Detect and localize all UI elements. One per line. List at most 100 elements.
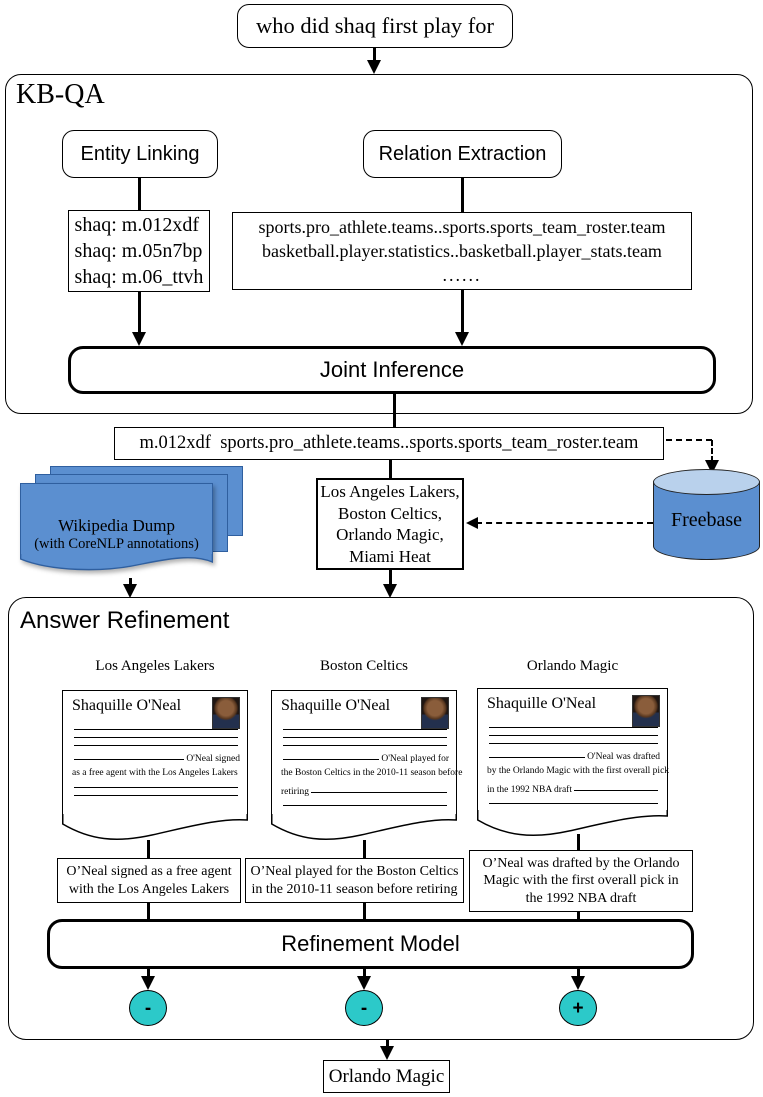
answer-refinement-title: Answer Refinement bbox=[20, 607, 230, 634]
doc-snippet-body: as a free agent with the Los Angeles Lak… bbox=[72, 768, 238, 778]
candidate-line: Boston Celtics, bbox=[338, 503, 442, 523]
evidence-box-lakers: O’Neal signed as a free agent with the L… bbox=[57, 858, 241, 903]
connector-doc2-ev bbox=[362, 840, 366, 858]
doc-snippet-tail: retiring bbox=[281, 787, 309, 797]
evidence-line: with the Los Angeles Lakers bbox=[68, 881, 230, 897]
shaq-photo bbox=[212, 697, 240, 729]
candidates-box: Los Angeles Lakers, Boston Celtics, Orla… bbox=[316, 478, 464, 570]
dashed-pair-freebase-h bbox=[666, 439, 712, 441]
connector-ji-pair bbox=[392, 394, 396, 427]
connector-entities-ji bbox=[137, 292, 141, 333]
wikipedia-label-line2: (with CoreNLP annotations) bbox=[34, 536, 199, 552]
verdict-negative-1: - bbox=[129, 990, 167, 1026]
document-magic: Shaquille O'Neal O'Neal was drafted by t… bbox=[477, 688, 670, 838]
doc-wave bbox=[62, 814, 248, 840]
verdict-positive: + bbox=[559, 990, 597, 1026]
connector-candidates-ar bbox=[388, 570, 392, 584]
relation-extraction-label: Relation Extraction bbox=[378, 142, 547, 165]
connector-wiki-ar bbox=[128, 578, 132, 586]
evidence-line: in the 2010-11 season before retiring bbox=[251, 881, 458, 897]
relations-box: sports.pro_athlete.teams..sports.sports_… bbox=[232, 212, 692, 290]
connector-ar-final bbox=[385, 1040, 389, 1048]
evidence-box-magic: O’Neal was drafted by the Orlando Magic … bbox=[469, 850, 693, 912]
document-lakers: Shaquille O'Neal O'Neal signed as a free… bbox=[62, 690, 248, 843]
doc-snippet-lead: O'Neal played for bbox=[381, 754, 449, 764]
wikipedia-wave bbox=[20, 554, 213, 571]
doc-snippet-body: by the Orlando Magic with the first over… bbox=[487, 766, 670, 776]
kbqa-box bbox=[5, 74, 753, 414]
shaq-photo bbox=[421, 697, 449, 729]
question-box: who did shaq first play for bbox=[237, 4, 513, 48]
doc-wave bbox=[477, 810, 668, 836]
arrowhead-relations bbox=[454, 332, 469, 346]
evidence-line: Magic with the first overall pick in bbox=[483, 873, 679, 889]
evidence-box-celtics: O’Neal played for the Boston Celtics in … bbox=[245, 858, 464, 903]
evidence-line: O’Neal was drafted by the Orlando bbox=[482, 855, 680, 871]
doc-label-magic: Orlando Magic bbox=[526, 658, 619, 674]
refinement-model-label: Refinement Model bbox=[281, 931, 460, 956]
freebase-cylinder: Freebase bbox=[653, 469, 760, 561]
answer-refinement-box bbox=[8, 597, 754, 1040]
refinement-model-box: Refinement Model bbox=[47, 919, 694, 969]
verdict-symbol: + bbox=[572, 997, 584, 1019]
connector-doc1-ev bbox=[146, 840, 150, 858]
candidate-line: Miami Heat bbox=[349, 546, 431, 566]
connector-model-v3 bbox=[576, 969, 580, 978]
verdict-symbol: - bbox=[360, 997, 368, 1019]
dashed-freebase-candidates bbox=[476, 522, 653, 524]
evidence-line: O’Neal signed as a free agent bbox=[66, 864, 232, 879]
connector-re bbox=[460, 178, 464, 212]
connector-ev3-model bbox=[576, 912, 580, 920]
arrowhead-v3 bbox=[570, 976, 585, 990]
wikipedia-label-line1: Wikipedia Dump bbox=[58, 516, 175, 535]
joint-inference-label: Joint Inference bbox=[319, 357, 465, 382]
dashed-pair-freebase-v bbox=[711, 440, 713, 462]
entity-linking-label: Entity Linking bbox=[80, 142, 200, 165]
kbqa-title: KB-QA bbox=[16, 79, 105, 110]
entities-box: shaq: m.012xdf shaq: m.05n7bp shaq: m.06… bbox=[68, 210, 210, 292]
entity-line: shaq: m.05n7bp bbox=[74, 240, 203, 262]
connector-el bbox=[137, 178, 141, 210]
arrowhead-candidates-ar bbox=[382, 584, 397, 598]
arrowhead-v2 bbox=[356, 976, 371, 990]
final-answer-box: Orlando Magic bbox=[323, 1060, 450, 1093]
question-text: who did shaq first play for bbox=[255, 13, 495, 38]
doc-snippet-lead: O'Neal was drafted bbox=[587, 752, 660, 762]
shaq-photo bbox=[632, 695, 660, 727]
verdict-symbol: - bbox=[144, 997, 152, 1019]
verdict-negative-2: - bbox=[345, 990, 383, 1026]
arrowhead-entities bbox=[131, 332, 146, 346]
final-answer-text: Orlando Magic bbox=[328, 1065, 445, 1087]
doc-title: Shaquille O'Neal bbox=[72, 697, 182, 714]
wikipedia-page-front: Wikipedia Dump (with CoreNLP annotations… bbox=[20, 483, 213, 573]
arrowhead-candidates bbox=[466, 516, 478, 529]
arrowhead-question bbox=[366, 60, 381, 74]
connector-question bbox=[372, 48, 376, 61]
relation-line: ...... bbox=[442, 265, 482, 285]
connector-ev1-model bbox=[146, 903, 150, 920]
document-celtics: Shaquille O'Neal O'Neal played for the B… bbox=[271, 690, 463, 843]
selected-pair-text: m.012xdf sports.pro_athlete.teams..sport… bbox=[139, 433, 639, 453]
freebase-label: Freebase bbox=[670, 509, 743, 531]
doc-wave bbox=[271, 814, 457, 840]
connector-doc3-ev bbox=[576, 834, 580, 850]
arrowhead-wiki bbox=[122, 584, 137, 598]
doc-snippet-body: the Boston Celtics in the 2010-11 season… bbox=[281, 768, 463, 778]
doc-label-celtics: Boston Celtics bbox=[320, 658, 408, 674]
connector-model-v2 bbox=[362, 969, 366, 978]
connector-relations-ji bbox=[460, 290, 464, 333]
entity-linking-box: Entity Linking bbox=[62, 130, 218, 178]
relation-extraction-box: Relation Extraction bbox=[363, 130, 562, 178]
candidate-line: Los Angeles Lakers, bbox=[320, 482, 460, 501]
joint-inference-box: Joint Inference bbox=[68, 346, 716, 394]
doc-snippet-lead: O'Neal signed bbox=[186, 754, 240, 764]
evidence-line: O’Neal played for the Boston Celtics bbox=[250, 864, 459, 879]
doc-title: Shaquille O'Neal bbox=[487, 695, 597, 712]
candidate-line: Orlando Magic, bbox=[336, 525, 444, 544]
connector-pair-candidates bbox=[388, 460, 392, 478]
entity-line: shaq: m.06_ttvh bbox=[74, 266, 204, 288]
doc-snippet-tail: in the 1992 NBA draft bbox=[487, 785, 572, 795]
selected-pair-box: m.012xdf sports.pro_athlete.teams..sport… bbox=[114, 427, 664, 460]
relation-line: sports.pro_athlete.teams..sports.sports_… bbox=[258, 217, 666, 237]
